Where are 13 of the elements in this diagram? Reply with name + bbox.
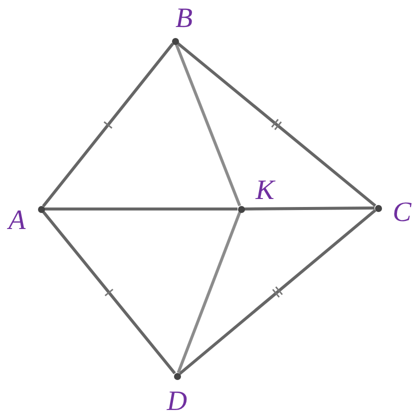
line-segment — [42, 210, 176, 374]
line-segment — [244, 206, 375, 210]
point-label: K — [256, 177, 274, 205]
point-label: D — [166, 388, 188, 416]
point-label: C — [392, 199, 412, 227]
point-label: A — [8, 207, 26, 235]
line-segment — [174, 44, 242, 206]
line-segment — [42, 42, 174, 208]
line-segment — [44, 208, 238, 210]
line-segment — [176, 42, 376, 207]
line-segment — [176, 212, 242, 374]
line-segment — [178, 209, 376, 375]
point-label: B — [175, 5, 193, 33]
